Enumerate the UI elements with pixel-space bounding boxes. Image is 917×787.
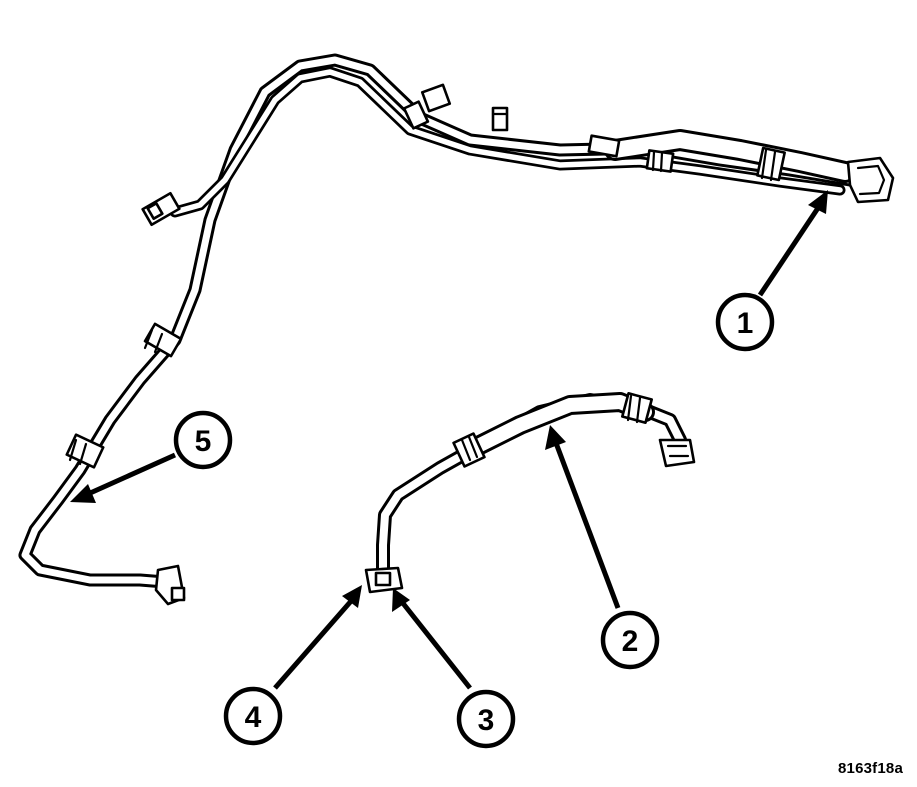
arrowhead-1: [808, 190, 828, 214]
upper-line-assembly: [18, 53, 895, 606]
callout-4-label: 4: [245, 701, 262, 734]
figure-id-label: 8163f18a: [838, 760, 903, 777]
arrowhead-5: [70, 484, 96, 503]
arrowhead-3: [392, 588, 410, 612]
callout-3-label: 3: [478, 704, 495, 737]
callout-1-label: 1: [737, 307, 754, 340]
leader-lines: [70, 190, 828, 690]
callout-3: 3: [456, 689, 516, 749]
leader-1: [757, 203, 823, 297]
leader-4: [273, 598, 354, 690]
callout-4: 4: [223, 686, 283, 746]
leader-3: [400, 600, 472, 690]
callout-5: 5: [173, 410, 233, 470]
lower-line-assembly: [364, 392, 696, 594]
arrowhead-4: [342, 585, 362, 608]
callout-2: 2: [600, 610, 660, 670]
leader-2: [553, 442, 621, 609]
callout-2-label: 2: [622, 625, 639, 658]
callout-1: 1: [715, 292, 775, 352]
arrowhead-2: [545, 425, 566, 450]
callout-5-label: 5: [195, 425, 212, 458]
leader-5: [86, 452, 177, 497]
